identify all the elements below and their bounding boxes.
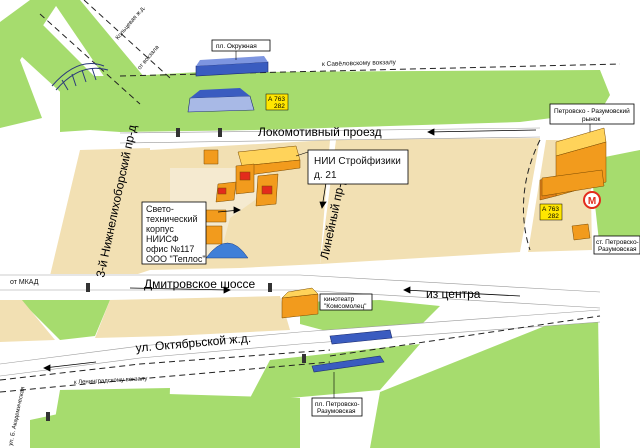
- bus-sign-1: А 763 282: [265, 93, 289, 111]
- label-pl-petrovsko: пл. Петровско- Разумовская: [311, 372, 363, 417]
- svg-text:рынок: рынок: [582, 116, 600, 123]
- traffic-light-icon: [218, 128, 222, 137]
- svg-text:д. 21: д. 21: [314, 170, 337, 181]
- rail-leningrad: [0, 349, 331, 381]
- block-lower-mid: [95, 296, 290, 338]
- pl-petrovsko-platform: [311, 355, 385, 373]
- green-bottom-mid: [168, 394, 300, 448]
- traffic-light-icon: [46, 412, 50, 421]
- svg-text:Петровско - Разумовский: Петровско - Разумовский: [554, 107, 630, 115]
- rail-bridge: [51, 63, 109, 91]
- block-lower-left: [0, 300, 55, 342]
- label-lokomotivny: Локомотивный проезд: [258, 125, 382, 139]
- direction-arrows: [43, 128, 537, 372]
- svg-text:НИИСФ: НИИСФ: [146, 234, 179, 244]
- building-st-petrovsko: [571, 223, 591, 241]
- kinoteatr-building-top: [281, 287, 319, 299]
- svg-text:А 763: А 763: [542, 206, 559, 213]
- buildings: [199, 127, 607, 319]
- svg-text:пл. Петровско-: пл. Петровско-: [315, 401, 360, 408]
- rail-right-curve: [523, 139, 541, 251]
- stations: [187, 56, 393, 373]
- label-ul-akademika: ул. Б. Академическая: [8, 386, 26, 446]
- oktyabrskoy-road: [0, 310, 601, 376]
- nii-red-roof-2: [261, 185, 273, 195]
- traffic-lights: [46, 128, 306, 421]
- arrow-oktyabrskoy: [43, 361, 97, 369]
- green-bottom-edge: [30, 414, 60, 448]
- rail-leningrad-2: [0, 361, 331, 393]
- arrow-dmitrovskoe: [129, 287, 231, 291]
- label-petrovsko-market: Петровско - Разумовский рынок: [549, 103, 635, 132]
- svg-text:НИИ Стройфизики: НИИ Стройфизики: [314, 155, 401, 167]
- label-kolcevaya: Кольцевая ж.д.: [115, 5, 147, 41]
- arrow-iz-centra: [403, 289, 521, 297]
- kinoteatr-platform: [329, 329, 393, 345]
- label-leningrad: к Ленинградскому вокзалу: [74, 376, 148, 386]
- okruzhnaya-pavilion: [187, 95, 255, 113]
- nii-red-roof-1: [239, 171, 251, 181]
- label-iz-centra: из центра: [426, 287, 481, 301]
- green-bottom-left: [50, 388, 170, 448]
- arrow-lokomotivny: [427, 129, 537, 133]
- green-left-rail: [10, 22, 118, 110]
- svg-text:корпус: корпус: [146, 224, 174, 234]
- traffic-light-icon: [176, 128, 180, 137]
- green-top-left: [0, 0, 60, 128]
- metro-letter: М: [588, 196, 596, 207]
- svg-text:282: 282: [274, 103, 285, 110]
- svg-text:Разумовская: Разумовская: [317, 408, 356, 415]
- svg-text:Свето-: Свето-: [146, 204, 174, 214]
- green-lower-right: [370, 312, 600, 448]
- green-rail-strip: [52, 0, 150, 100]
- rail-top-diagonal-a: [39, 13, 141, 105]
- label-dmitrovskoe: Дмитровское шоссе: [144, 277, 256, 291]
- svg-text:Разумовская: Разумовская: [598, 246, 637, 253]
- label-kinoteatr: кинотеатр "Комсомолец": [319, 293, 373, 311]
- svg-text:"Комсомолец": "Комсомолец": [324, 303, 367, 310]
- label-korpus: Свето- технический корпус НИИСФ офис №11…: [141, 201, 207, 265]
- svg-text:офис №117: офис №117: [146, 244, 194, 254]
- label-st-petrovsko: ст. Петровско- Разумовская: [593, 235, 640, 255]
- pl-okruzhnaya-roof: [196, 56, 268, 66]
- korpus-dome: [205, 242, 249, 259]
- bus-sign-2: А 763 282: [539, 203, 563, 221]
- green-top-band: [60, 70, 610, 132]
- label-ot-mkad: от МКАД: [10, 279, 39, 286]
- market-building-base: [541, 169, 605, 197]
- block-left: [48, 148, 150, 284]
- okruzhnaya-pavilion-top: [190, 88, 250, 98]
- svg-text:кинотеатр: кинотеатр: [324, 296, 355, 303]
- building-small-a: [203, 149, 219, 165]
- green-left-slope: [20, 300, 110, 340]
- traffic-light-icon: [86, 283, 90, 292]
- rail-bottom-right: [329, 315, 601, 357]
- label-ot-vokzala: от вокзала: [137, 44, 161, 71]
- svg-text:282: 282: [548, 213, 559, 220]
- label-pl-okruzhnaya: пл. Окружная: [211, 39, 271, 60]
- traffic-light-icon: [268, 283, 272, 292]
- svg-text:А 763: А 763: [268, 96, 285, 103]
- metro-sign: М: [583, 191, 601, 209]
- dmitrovskoe-road: [0, 274, 640, 312]
- label-savelovsky: к Савёловскому вокзалу: [322, 59, 397, 68]
- svg-text:ООО "Теплос": ООО "Теплос": [146, 254, 206, 264]
- svg-text:ст. Петровско-: ст. Петровско-: [596, 239, 639, 246]
- traffic-light-icon: [302, 354, 306, 363]
- svg-text:пл. Окружная: пл. Окружная: [216, 43, 257, 50]
- svg-text:технический: технический: [146, 214, 198, 224]
- nii-red-roof-3: [217, 187, 227, 195]
- label-nii: НИИ Стройфизики д. 21: [295, 149, 409, 185]
